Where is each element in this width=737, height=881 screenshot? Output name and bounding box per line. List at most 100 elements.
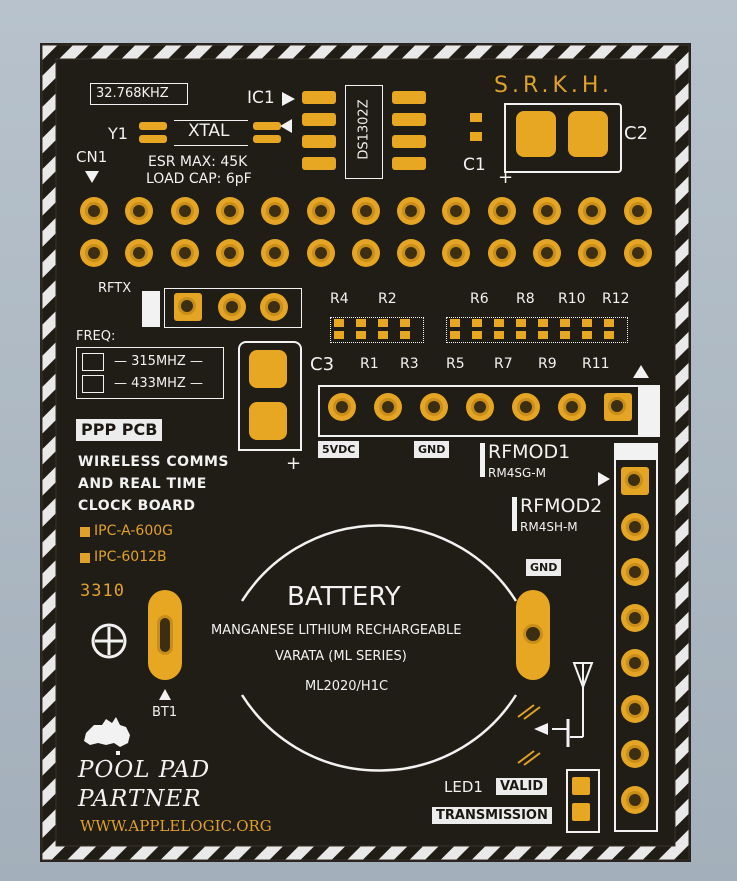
vheader-pin — [621, 603, 649, 632]
resistor-pad — [560, 319, 570, 327]
resistor-pad — [472, 331, 482, 339]
c2-pad-right — [568, 111, 608, 157]
y1-pad-left-1 — [139, 122, 167, 130]
header-7-pin — [604, 393, 632, 421]
desc-line-1: WIRELESS COMMS — [78, 454, 230, 470]
c1-label: C1 — [463, 155, 486, 175]
c2-label: C2 — [624, 123, 649, 144]
bt1-slot-left — [160, 618, 170, 652]
vheader-pin — [621, 649, 649, 677]
vheader-outline — [614, 458, 658, 832]
resistor-pad — [450, 319, 460, 327]
bt1-hole-right — [526, 627, 540, 641]
freq-315-label: — 315MHZ — — [114, 354, 203, 369]
ppp-pcb-badge: PPP PCB — [76, 419, 163, 441]
resistor-pad — [604, 331, 614, 339]
freq-433-label: — 433MHZ — — [114, 376, 203, 391]
resistor-pad — [516, 319, 526, 327]
fiducial-target-icon — [91, 623, 127, 659]
freq-box — [76, 347, 224, 399]
antenna-led-schematic-icon — [517, 662, 594, 766]
led1-pad-top — [572, 777, 590, 795]
cn1-arrow-icon — [85, 171, 99, 183]
rftx-pin-3 — [260, 293, 288, 321]
resistor-pad — [494, 319, 504, 327]
battery-line-1: MANGANESE LITHIUM RECHARGEABLE — [211, 623, 462, 638]
cn1-pin — [442, 197, 470, 225]
rftx-pin-2 — [218, 293, 246, 321]
header-7-pin — [374, 393, 402, 421]
vheader-pin — [621, 467, 649, 495]
freq-label: FREQ: — [76, 329, 116, 344]
ipc2-label: IPC-6012B — [94, 549, 167, 565]
rftx-tab — [142, 291, 160, 327]
gnd-label: GND — [414, 441, 450, 458]
cn1-pin — [171, 197, 199, 225]
c3-outline — [238, 341, 302, 451]
resistor-pad — [450, 331, 460, 339]
australia-map-icon — [84, 717, 130, 755]
rftx-outline — [164, 288, 302, 328]
vdc-label: 5VDC — [318, 441, 360, 458]
hatched-border — [42, 45, 689, 860]
resistor-group-outline — [330, 317, 424, 343]
valid-label: VALID — [496, 778, 548, 795]
resistor-pad — [378, 331, 388, 339]
crystal-freq-box — [90, 83, 188, 105]
led1-pad-bottom — [572, 803, 590, 821]
c1-pad-top — [470, 113, 482, 122]
ic1-body-outline — [345, 85, 383, 179]
vheader-pin — [621, 785, 649, 814]
freq-433-jumper — [82, 375, 104, 393]
header-7-pin — [512, 393, 540, 421]
transmission-label: TRANSMISSION — [432, 807, 552, 824]
c3-pad-top — [249, 350, 287, 388]
ic1-pad-l4 — [302, 157, 336, 170]
vheader-pin — [621, 512, 649, 541]
ic1-pad-r1 — [392, 91, 426, 104]
rftx-pin-1 — [174, 293, 202, 321]
resistor-pad — [472, 319, 482, 327]
ic1-arrow-icon — [282, 92, 295, 106]
resistor-label-bottom: R11 — [582, 356, 610, 372]
vheader-pin — [621, 694, 649, 723]
ic1-pad-r2 — [392, 113, 426, 126]
battery-title: BATTERY — [287, 582, 401, 612]
header-7-pin — [328, 393, 356, 421]
cn1-pin — [352, 197, 380, 225]
cn1-pin — [488, 197, 516, 225]
cn1-pin — [261, 239, 289, 267]
cn1-pin — [307, 197, 335, 225]
ic1-pad-r4 — [392, 157, 426, 170]
resistor-pad — [400, 331, 410, 339]
cn1-pin — [397, 197, 425, 225]
resistor-label-bottom: R1 — [360, 356, 379, 372]
resistor-pad — [516, 331, 526, 339]
rfmod1-bar — [480, 443, 485, 477]
cn1-pin — [80, 239, 108, 267]
resistor-label-bottom: R5 — [446, 356, 465, 372]
resistor-label-bottom: R3 — [400, 356, 419, 372]
resistor-label-bottom: R9 — [538, 356, 557, 372]
cn1-pin — [216, 239, 244, 267]
header-7-arrow-icon — [633, 365, 649, 378]
website-label: WWW.APPLELOGIC.ORG — [80, 817, 272, 835]
ic1-pad-r3 — [392, 135, 426, 148]
c3-plus: + — [286, 453, 302, 474]
c3-pad-bottom — [249, 402, 287, 440]
resistor-label-top: R6 — [470, 291, 489, 307]
led1-label: LED1 — [444, 778, 483, 796]
ic1-label: IC1 — [247, 88, 275, 108]
cn1-pin — [352, 239, 380, 267]
desc-line-3: CLOCK BOARD — [78, 498, 196, 514]
resistor-pad — [538, 319, 548, 327]
ic1-pin1-arrow-icon — [280, 119, 292, 133]
cn1-pin — [125, 197, 153, 225]
resistor-label-top: R8 — [516, 291, 535, 307]
resistor-label-top: R10 — [558, 291, 586, 307]
resistor-label-top: R12 — [602, 291, 630, 307]
vheader-arrow-icon — [598, 472, 610, 486]
cn1-pin — [578, 197, 606, 225]
cn1-pin — [171, 239, 199, 267]
rftx-label: RFTX — [98, 281, 132, 296]
